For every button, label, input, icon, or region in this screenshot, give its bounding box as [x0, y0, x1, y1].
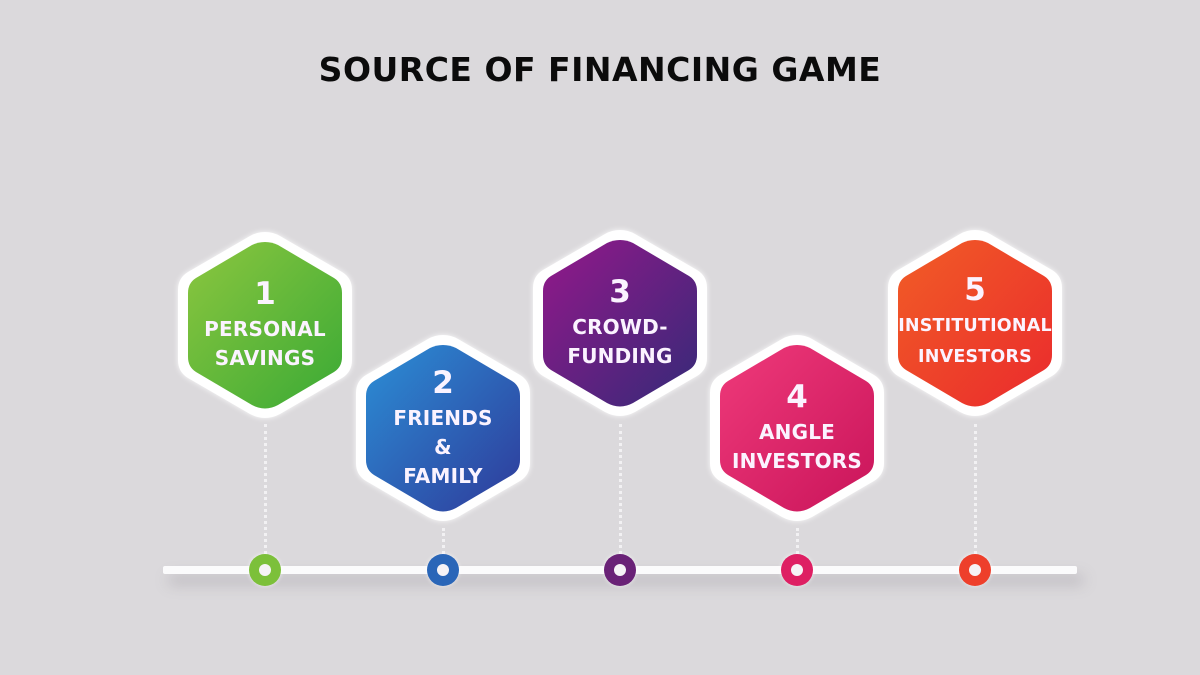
- step-label: FAMILY: [403, 463, 483, 488]
- hexagon-shape-icon: [888, 230, 1062, 416]
- step-number: 4: [786, 379, 808, 415]
- step-label: SAVINGS: [214, 346, 316, 370]
- step-label: FUNDING: [567, 344, 673, 368]
- connector-2: [442, 528, 445, 554]
- step-label: INSTITUTIONAL: [898, 316, 1052, 336]
- timeline-dot-3: [604, 554, 636, 586]
- step-number: 2: [432, 364, 454, 401]
- page-title: SOURCE OF FINANCING GAME: [318, 50, 882, 89]
- hexagon-shape-icon: [178, 232, 352, 418]
- hexagon-shape-icon: [533, 230, 707, 416]
- connector-5: [974, 424, 977, 554]
- step-number: 3: [609, 274, 631, 310]
- step-label: ANGLE: [758, 420, 836, 444]
- step-label: CROWD-: [572, 315, 668, 339]
- step-label: PERSONAL: [204, 317, 326, 341]
- step-card-1: 1 PERSONAL SAVINGS: [174, 228, 356, 422]
- timeline-dot-1: [249, 554, 281, 586]
- step-label: INVESTORS: [732, 449, 862, 473]
- step-card-2: 2 FRIENDS & FAMILY: [352, 331, 534, 525]
- timeline-dot-4: [781, 554, 813, 586]
- connector-3: [619, 424, 622, 554]
- step-card-3: 3 CROWD- FUNDING: [529, 226, 711, 420]
- timeline-dot-2: [427, 554, 459, 586]
- connector-4: [796, 528, 799, 554]
- step-label: &: [434, 434, 452, 459]
- timeline-dot-5: [959, 554, 991, 586]
- step-card-4: 4 ANGLE INVESTORS: [706, 331, 888, 525]
- hexagon-shape-icon: [356, 335, 530, 521]
- step-card-5: 5 INSTITUTIONAL INVESTORS: [884, 226, 1066, 420]
- step-number: 5: [964, 272, 986, 308]
- step-number: 1: [254, 276, 276, 312]
- hexagon-shape-icon: [710, 335, 884, 521]
- step-label: INVESTORS: [918, 347, 1032, 367]
- connector-1: [264, 424, 267, 554]
- step-label: FRIENDS: [393, 405, 493, 430]
